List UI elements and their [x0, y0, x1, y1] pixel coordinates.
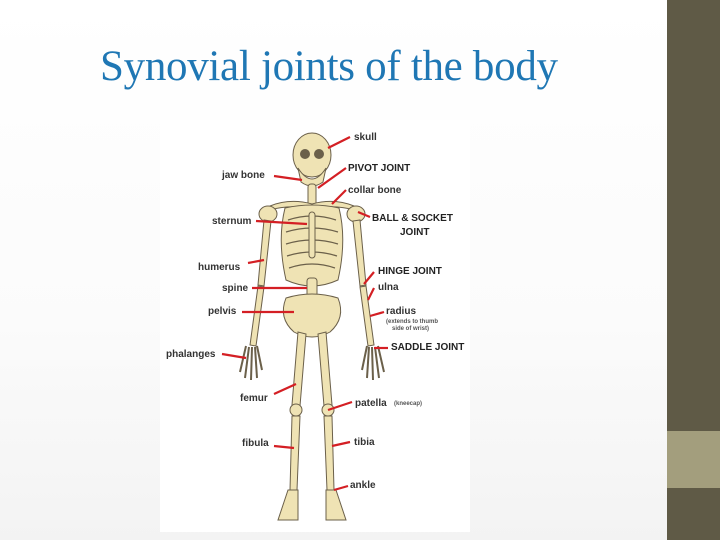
label-sternum: sternum: [212, 216, 252, 227]
label-phalanges: phalanges: [166, 349, 216, 360]
skeleton-drawing: [239, 132, 385, 521]
left-foot: [277, 489, 299, 521]
label-collar-bone: collar bone: [348, 185, 402, 196]
right-humerus-bone: [352, 219, 367, 287]
sternum-bone: [308, 211, 316, 259]
right-hand: [361, 345, 385, 381]
label-radius-note-line1: (extends to thumb: [386, 319, 438, 325]
label-spine: spine: [222, 283, 249, 294]
label-skull: skull: [354, 132, 377, 143]
skeleton-diagram: skull jaw bone PIVOT JOINT collar bone s…: [166, 132, 464, 521]
pointer-fibula: [273, 444, 295, 450]
left-femur: [291, 331, 307, 407]
pointer-radius: [369, 310, 385, 318]
left-shin: [289, 415, 301, 491]
label-jaw-bone: jaw bone: [221, 170, 265, 181]
neck-vertebrae: [307, 183, 317, 207]
label-ulna: ulna: [378, 282, 399, 293]
right-femur: [317, 331, 333, 407]
label-patella-note: (kneecap): [394, 401, 422, 407]
pointer-jaw-bone: [273, 174, 303, 182]
skull-bone: [292, 132, 332, 178]
pointer-ulna: [367, 287, 375, 301]
pointer-sternum: [255, 219, 308, 226]
sidebar-accent-block: [667, 431, 720, 488]
label-femur: femur: [240, 393, 268, 404]
label-saddle-joint: SADDLE JOINT: [391, 342, 464, 353]
pointer-ankle: [333, 484, 349, 492]
pointer-collar-bone: [331, 189, 347, 205]
right-shin: [323, 415, 335, 491]
slide-title: Synovial joints of the body: [100, 43, 558, 90]
label-pelvis: pelvis: [208, 306, 237, 317]
jaw-bone-shape: [297, 167, 327, 187]
pointer-humerus: [247, 258, 265, 265]
label-ball-socket-line2: JOINT: [400, 227, 429, 238]
pointer-phalanges: [221, 352, 247, 360]
pointer-skull: [327, 136, 351, 149]
label-radius-note-line2: side of wrist): [392, 326, 429, 332]
pointer-pivot-joint: [317, 167, 347, 189]
label-tibia: tibia: [354, 437, 375, 448]
left-hand: [239, 345, 263, 381]
label-ball-socket-line1: BALL & SOCKET: [372, 213, 453, 224]
diagram-labels: skull jaw bone PIVOT JOINT collar bone s…: [166, 132, 464, 491]
right-forearm: [359, 285, 375, 347]
left-patella: [289, 403, 303, 417]
label-radius: radius: [386, 306, 416, 317]
label-fibula: fibula: [242, 438, 269, 449]
pointer-hinge-joint: [363, 271, 375, 285]
label-ankle: ankle: [350, 480, 376, 491]
pointer-tibia: [331, 440, 351, 448]
pelvis-bone: [282, 293, 342, 338]
label-pointers: [221, 136, 388, 492]
left-eye-socket: [300, 149, 310, 159]
pointer-patella: [327, 400, 353, 412]
label-pivot-joint: PIVOT JOINT: [348, 163, 410, 174]
right-eye-socket: [314, 149, 324, 159]
label-humerus: humerus: [198, 262, 241, 273]
left-shoulder: [258, 205, 278, 223]
right-foot: [325, 489, 347, 521]
skeleton-figure: skull jaw bone PIVOT JOINT collar bone s…: [160, 120, 470, 532]
left-forearm: [249, 285, 265, 347]
left-humerus-bone: [257, 219, 272, 287]
label-patella: patella: [355, 398, 387, 409]
pointer-ball-socket: [357, 210, 371, 219]
label-hinge-joint: HINGE JOINT: [378, 266, 442, 277]
pointer-femur: [273, 382, 297, 396]
